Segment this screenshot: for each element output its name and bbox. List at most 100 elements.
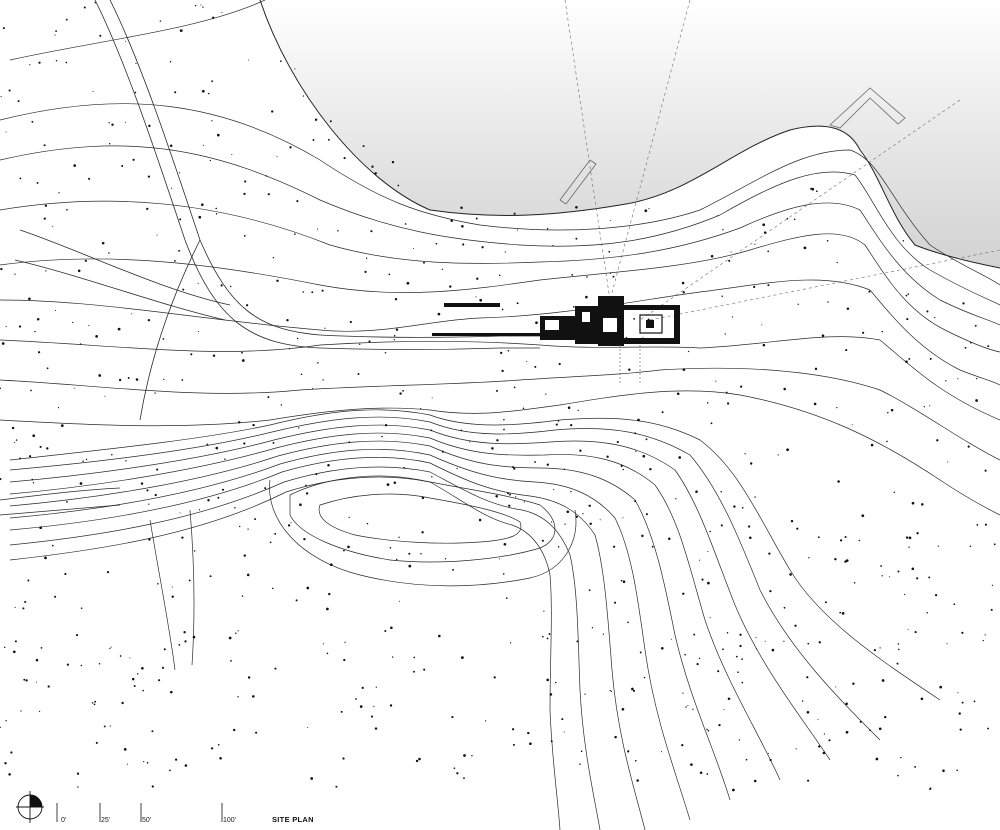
stipple-dot	[622, 580, 626, 583]
stipple-dot	[216, 133, 220, 137]
stipple-dot	[923, 406, 925, 408]
stipple-dot	[362, 145, 365, 148]
stipple-dot	[768, 552, 771, 555]
stipple-dot	[224, 458, 226, 460]
stipple-dot	[14, 441, 15, 443]
stipple-dot	[699, 771, 703, 774]
stipple-dot	[247, 59, 249, 61]
stipple-dot	[438, 634, 441, 638]
stipple-dot	[117, 327, 121, 331]
stipple-dot	[504, 251, 506, 253]
stipple-dot	[817, 718, 819, 720]
stipple-dot	[295, 599, 298, 602]
stipple-dot	[699, 559, 701, 561]
stipple-dot	[609, 219, 611, 222]
stipple-dot	[726, 631, 729, 634]
stipple-dot	[335, 785, 338, 788]
stipple-dot	[246, 573, 250, 577]
stipple-dot	[192, 635, 196, 639]
stipple-dot	[55, 30, 57, 32]
stipple-dot	[241, 359, 245, 362]
stipple-dot	[692, 708, 694, 710]
stipple-dot	[610, 690, 613, 693]
stipple-dot	[728, 259, 731, 262]
stipple-dot	[135, 62, 137, 64]
stipple-dot	[0, 478, 2, 481]
stipple-dot	[750, 462, 753, 465]
stipple-dot	[853, 582, 856, 584]
stipple-dot	[19, 457, 22, 460]
stipple-dot	[602, 633, 605, 635]
stipple-dot	[906, 318, 909, 321]
stipple-dot	[328, 592, 331, 596]
stipple-dot	[163, 648, 166, 651]
stipple-dot	[11, 426, 15, 430]
stipple-dot	[85, 458, 88, 461]
stipple-dot	[265, 175, 267, 177]
stipple-dot	[106, 570, 110, 574]
stipple-dot	[381, 435, 383, 438]
stipple-dot	[399, 392, 402, 395]
stipple-dot	[391, 656, 394, 658]
stipple-dot	[687, 350, 690, 353]
stipple-dot	[510, 642, 512, 644]
stipple-dot	[134, 91, 137, 94]
stipple-dot	[889, 576, 891, 578]
stipple-dot	[147, 175, 151, 178]
stipple-dot	[572, 306, 575, 308]
stipple-dot	[898, 648, 900, 651]
stipple-dot	[80, 664, 83, 667]
stipple-dot	[326, 607, 329, 611]
stipple-dot	[716, 215, 718, 217]
stipple-dot	[154, 392, 156, 394]
stipple-dot	[735, 655, 738, 658]
stipple-dot	[398, 536, 400, 538]
stipple-dot	[631, 687, 634, 691]
stipple-dot	[921, 503, 924, 506]
stipple-dot	[964, 346, 967, 349]
stipple-dot	[707, 729, 710, 732]
stipple-dot	[710, 254, 714, 258]
stipple-dot	[588, 504, 591, 507]
stipple-dot	[212, 16, 215, 19]
stipple-dot	[420, 407, 422, 410]
stipple-dot	[108, 142, 111, 145]
stipple-dot	[131, 313, 133, 315]
stipple-dot	[737, 671, 739, 674]
stipple-dot	[119, 655, 122, 657]
stipple-dot	[908, 357, 911, 360]
stipple-dot	[823, 733, 826, 735]
stipple-dot	[171, 595, 174, 598]
stipple-dot	[745, 758, 748, 761]
stipple-dot	[23, 678, 26, 681]
stipple-dot	[461, 225, 464, 228]
stipple-dot	[916, 532, 919, 535]
stipple-dot	[124, 40, 126, 42]
stipple-dot	[298, 427, 300, 429]
stipple-dot	[131, 677, 135, 681]
stipple-dot	[767, 284, 770, 287]
stipple-dot	[54, 34, 56, 36]
stipple-dot	[154, 493, 157, 497]
stipple-dot	[324, 327, 326, 329]
stipple-dot	[245, 304, 249, 307]
stipple-dot	[507, 350, 510, 352]
stipple-dot	[327, 463, 330, 467]
stipple-dot	[0, 267, 3, 271]
stipple-dot	[956, 769, 959, 772]
stipple-dot	[900, 756, 902, 759]
stipple-dot	[190, 353, 193, 356]
stipple-dot	[296, 200, 299, 203]
stipple-dot	[217, 496, 220, 499]
stipple-dot	[709, 617, 711, 619]
stipple-dot	[614, 735, 617, 739]
stipple-dot	[726, 402, 730, 405]
stipple-dot	[606, 455, 609, 458]
stipple-dot	[739, 633, 742, 636]
stipple-dot	[687, 704, 689, 707]
stipple-dot	[125, 460, 127, 462]
stipple-dot	[575, 237, 578, 240]
stipple-dot	[609, 272, 612, 274]
stipple-dot	[310, 777, 314, 780]
